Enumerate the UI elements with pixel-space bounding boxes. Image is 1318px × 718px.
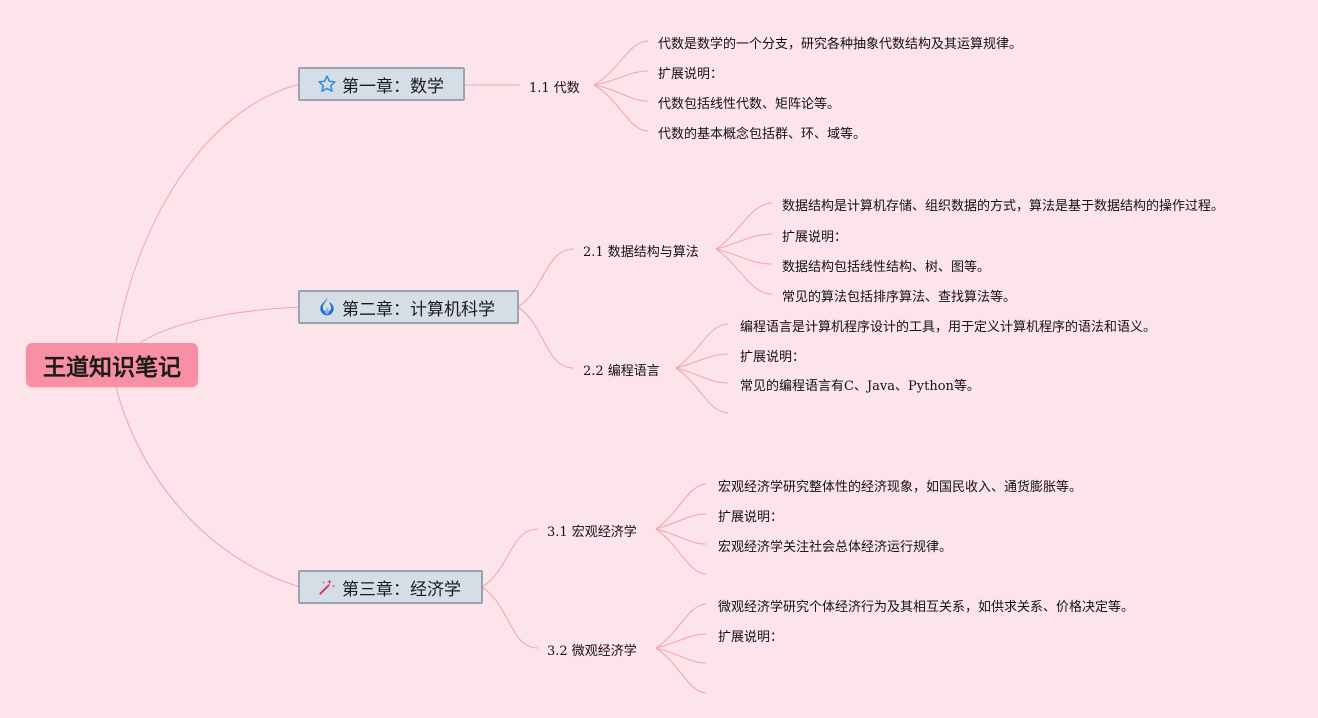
chapter-title: 第三章：经济学 (342, 579, 461, 600)
chapter-title: 第二章：计算机科学 (342, 299, 495, 320)
root-node[interactable]: 王道知识笔记 (26, 343, 198, 387)
connector-ch3-s32 (481, 586, 539, 649)
chapter-node-economics[interactable]: 第三章：经济学 (298, 570, 483, 604)
section-node-microeconomics[interactable]: 3.2 微观经济学 (547, 644, 637, 659)
leaf-item[interactable]: 代数包括线性代数、矩阵论等。 (658, 97, 841, 112)
chapter-node-math[interactable]: 第一章：数学 (298, 67, 465, 101)
section-node-data-structures[interactable]: 2.1 数据结构与算法 (583, 245, 699, 260)
chapter-title: 第一章：数学 (342, 76, 444, 97)
leaf-item[interactable]: 常见的算法包括排序算法、查找算法等。 (782, 290, 1017, 305)
connector-ch3-s31 (481, 528, 539, 588)
leaf-item[interactable]: 扩展说明： (782, 230, 848, 245)
section-node-macroeconomics[interactable]: 3.1 宏观经济学 (547, 525, 637, 540)
leaf-item[interactable]: 代数是数学的一个分支，研究各种抽象代数结构及其运算规律。 (658, 37, 1023, 52)
leaf-item[interactable]: 扩展说明： (740, 350, 806, 365)
connector-ch2-s21 (517, 248, 575, 308)
leaf-item[interactable]: 代数的基本概念包括群、环、域等。 (658, 127, 867, 142)
leaf-item[interactable]: 扩展说明： (718, 510, 784, 525)
section-node-programming-languages[interactable]: 2.2 编程语言 (583, 364, 660, 379)
connector-root-ch3 (115, 386, 301, 588)
leaf-item[interactable]: 宏观经济学关注社会总体经济运行规律。 (718, 540, 953, 555)
connector-root-ch2 (139, 306, 301, 344)
leaf-item[interactable]: 微观经济学研究个体经济行为及其相互关系，如供求关系、价格决定等。 (718, 600, 1135, 615)
leaf-item[interactable]: 数据结构包括线性结构、树、图等。 (782, 260, 991, 275)
leaf-item[interactable]: 扩展说明： (718, 630, 784, 645)
leaf-item[interactable]: 编程语言是计算机程序设计的工具，用于定义计算机程序的语法和语义。 (740, 320, 1157, 335)
flame-icon (316, 296, 338, 318)
root-title: 王道知识笔记 (43, 355, 181, 381)
leaf-item[interactable]: 扩展说明： (658, 67, 724, 82)
star-icon (316, 73, 338, 95)
chapter-node-computer-science[interactable]: 第二章：计算机科学 (298, 290, 519, 324)
leaf-item[interactable]: 常见的编程语言有C、Java、Python等。 (740, 379, 980, 394)
connector-root-ch1 (115, 83, 301, 344)
leaf-item[interactable]: 宏观经济学研究整体性的经济现象，如国民收入、通货膨胀等。 (718, 480, 1083, 495)
magic-wand-icon (316, 576, 338, 598)
leaf-item[interactable]: 数据结构是计算机存储、组织数据的方式，算法是基于数据结构的操作过程。 (782, 199, 1225, 214)
connector-ch2-s22 (517, 306, 575, 369)
section-node-algebra[interactable]: 1.1 代数 (529, 81, 580, 96)
